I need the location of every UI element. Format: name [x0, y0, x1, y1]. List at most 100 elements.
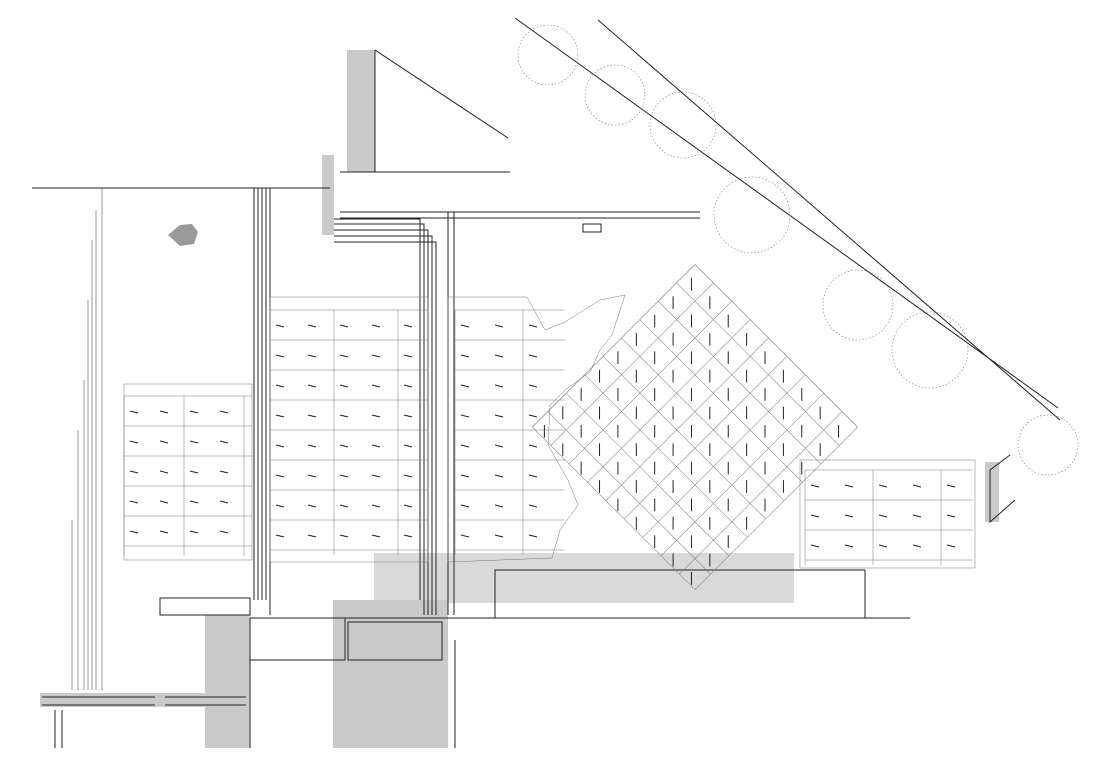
paving-line — [694, 264, 858, 428]
paver-mark — [709, 516, 711, 530]
small-sign — [582, 223, 602, 233]
paver-mark — [635, 406, 637, 420]
paver-mark — [690, 572, 692, 585]
paver-mark — [307, 354, 317, 358]
paver-mark — [275, 444, 285, 448]
paver-mark — [727, 314, 729, 328]
paver-mark — [159, 440, 169, 444]
paver-mark — [709, 406, 711, 420]
paver-mark — [339, 504, 349, 508]
rotated-grid-lines — [532, 264, 858, 585]
paver-mark — [494, 384, 504, 388]
paver-mark — [403, 324, 413, 328]
path-edge — [514, 17, 1061, 421]
paver-mark — [307, 414, 317, 418]
paver-mark — [709, 333, 711, 346]
paver-mark — [460, 474, 470, 478]
long-wall — [340, 211, 700, 219]
paver-mark — [782, 369, 784, 383]
paver-mark — [159, 410, 169, 414]
paver-mark — [672, 333, 674, 346]
paver-mark — [764, 351, 766, 365]
paver-mark — [654, 498, 656, 512]
paver-mark — [709, 443, 711, 457]
paver-mark — [494, 354, 504, 358]
paver-mark — [672, 553, 674, 567]
paver-mark — [727, 535, 729, 548]
paver-mark — [690, 535, 692, 548]
paver-mark — [878, 514, 888, 518]
paver-mark — [528, 324, 538, 328]
paver-mark — [494, 414, 504, 418]
paver-mark — [690, 277, 692, 291]
paver-mark — [460, 534, 470, 538]
bracket-shape — [989, 454, 1016, 524]
paver-mark — [403, 354, 413, 358]
paver-mark — [635, 516, 637, 530]
paver-mark — [599, 406, 601, 420]
paver-mark — [189, 500, 199, 504]
paver-mark — [189, 470, 199, 474]
paver-mark — [371, 534, 381, 538]
column-mass — [322, 155, 334, 235]
tree-row — [514, 17, 1079, 476]
paver-mark — [371, 354, 381, 358]
paver-mark — [690, 351, 692, 365]
paver-mark — [709, 369, 711, 383]
paver-mark — [403, 414, 413, 418]
paver-mark — [189, 530, 199, 534]
paver-mark — [912, 514, 922, 518]
paver-mark — [654, 314, 656, 328]
paver-mark — [189, 440, 199, 444]
paver-mark — [672, 369, 674, 383]
paver-mark — [819, 406, 821, 420]
paver-mark — [307, 534, 317, 538]
paving-grid-right — [447, 294, 626, 563]
paver-mark — [912, 484, 922, 488]
paver-mark — [403, 444, 413, 448]
paver-mark — [460, 384, 470, 388]
paver-mark — [617, 424, 619, 438]
paver-mark — [275, 324, 285, 328]
paver-mark — [275, 504, 285, 508]
paving-line — [587, 319, 751, 483]
paver-mark — [727, 424, 729, 438]
paver-mark — [690, 498, 692, 512]
paver-mark — [617, 498, 619, 512]
paving-line — [676, 282, 840, 446]
paver-mark — [654, 461, 656, 475]
paver-mark — [727, 351, 729, 365]
paving-line — [584, 374, 748, 538]
paver-mark — [727, 461, 729, 475]
paver-mark — [617, 351, 619, 365]
paver-mark — [709, 553, 711, 567]
paver-mark — [307, 444, 317, 448]
paver-mark — [946, 484, 956, 488]
paver-mark — [528, 384, 538, 388]
paver-mark — [494, 534, 504, 538]
paver-mark — [562, 406, 564, 420]
paver-mark — [878, 544, 888, 548]
tree-2 — [584, 64, 646, 126]
paver-mark — [494, 444, 504, 448]
paver-mark — [275, 474, 285, 478]
paver-mark — [746, 480, 748, 493]
paver-mark — [810, 544, 820, 548]
paver-mark — [528, 354, 538, 358]
paver-mark — [782, 406, 784, 420]
paver-mark — [460, 504, 470, 508]
tree-1 — [517, 24, 579, 86]
paver-mark — [403, 384, 413, 388]
paver-mark — [543, 424, 545, 438]
paver-mark — [690, 388, 692, 401]
paver-mark — [580, 461, 582, 475]
paving-line — [602, 356, 766, 520]
paver-mark — [746, 443, 748, 457]
mid-band-shadow — [374, 553, 794, 603]
paver-mark — [275, 384, 285, 388]
paver-mark — [339, 384, 349, 388]
paver-mark — [810, 514, 820, 518]
paver-mark — [672, 406, 674, 420]
paver-mark — [801, 461, 803, 475]
paver-mark — [403, 534, 413, 538]
